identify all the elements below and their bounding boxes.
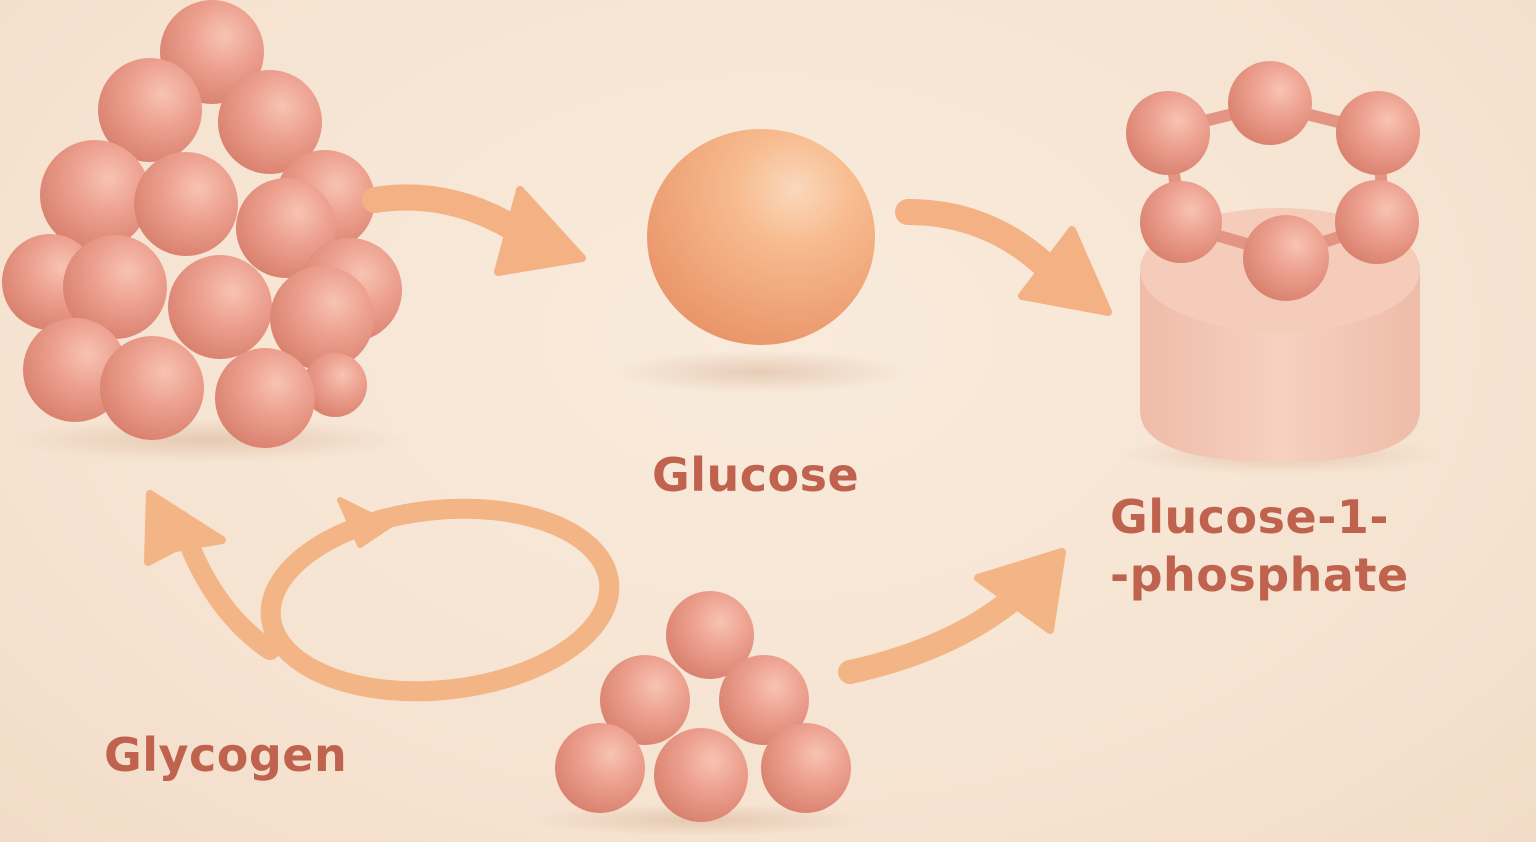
g1p-label-line1: Glucose-1-: [1110, 490, 1389, 544]
glucose-label: Glucose: [652, 448, 860, 502]
glycogen-cluster: [2, 0, 410, 462]
g1p-label-line2: -phosphate: [1110, 548, 1409, 602]
glucose-1-phosphate-label: Glucose-1- -phosphate: [1110, 488, 1409, 604]
g1p-ring-pedestal: [1120, 61, 1440, 475]
arrow-loop-to-glycogen: [144, 490, 620, 702]
arrow-glycogen-to-glucose: [362, 184, 586, 276]
arrow-glucose-to-g1p: [895, 199, 1112, 316]
small-sphere-cluster: [530, 591, 870, 836]
arrow-cluster-to-g1p: [838, 548, 1066, 684]
glycogen-label: Glycogen: [104, 728, 348, 782]
glucose-sphere: [610, 129, 910, 394]
